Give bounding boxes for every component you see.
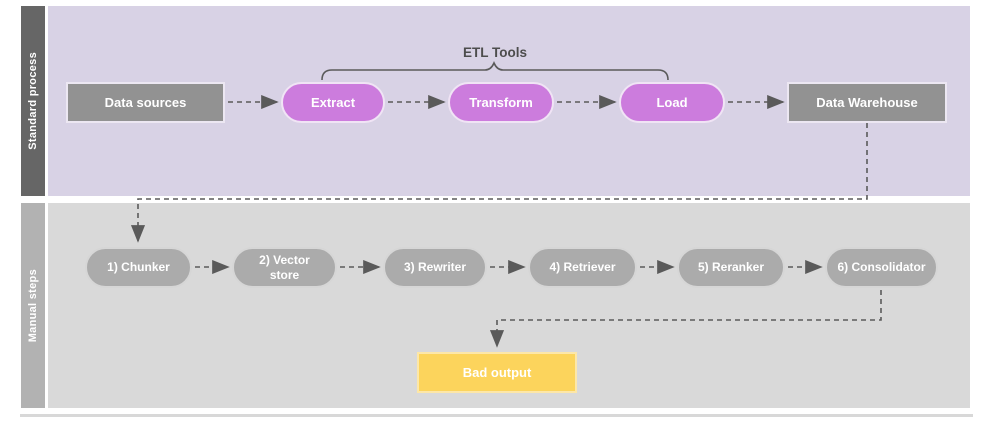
node-vector-store-label: 2) Vector store [259,253,310,282]
node-load-label: Load [656,94,688,110]
node-retriever-label: 4) Retriever [549,260,616,275]
node-reranker: 5) Reranker [677,247,785,288]
node-data-warehouse: Data Warehouse [787,82,947,123]
node-extract: Extract [281,82,385,123]
etl-tools-label: ETL Tools [463,45,527,60]
node-vector-store: 2) Vector store [232,247,337,288]
node-reranker-label: 5) Reranker [697,260,765,275]
node-chunker: 1) Chunker [85,247,192,288]
node-retriever: 4) Retriever [528,247,637,288]
bottom-divider [20,414,973,417]
node-rewriter: 3) Rewriter [383,247,487,288]
node-data-sources: Data sources [66,82,225,123]
node-transform: Transform [448,82,554,123]
standard-process-lane-label: Standard process [27,52,39,150]
manual-steps-lane-label: Manual steps [27,268,39,343]
node-load: Load [619,82,725,123]
node-extract-label: Extract [310,94,356,110]
standard-process-lane-header: Standard process [21,6,45,196]
node-data-sources-label: Data sources [104,94,187,110]
node-transform-label: Transform [469,94,533,110]
node-bad-output-label: Bad output [462,364,532,380]
node-consolidator-label: 6) Consolidator [837,260,926,275]
node-data-warehouse-label: Data Warehouse [816,94,918,110]
node-chunker-label: 1) Chunker [107,260,170,275]
node-consolidator: 6) Consolidator [825,247,938,288]
node-bad-output: Bad output [417,352,577,393]
manual-steps-lane-header: Manual steps [21,203,45,408]
node-rewriter-label: 3) Rewriter [403,260,467,275]
